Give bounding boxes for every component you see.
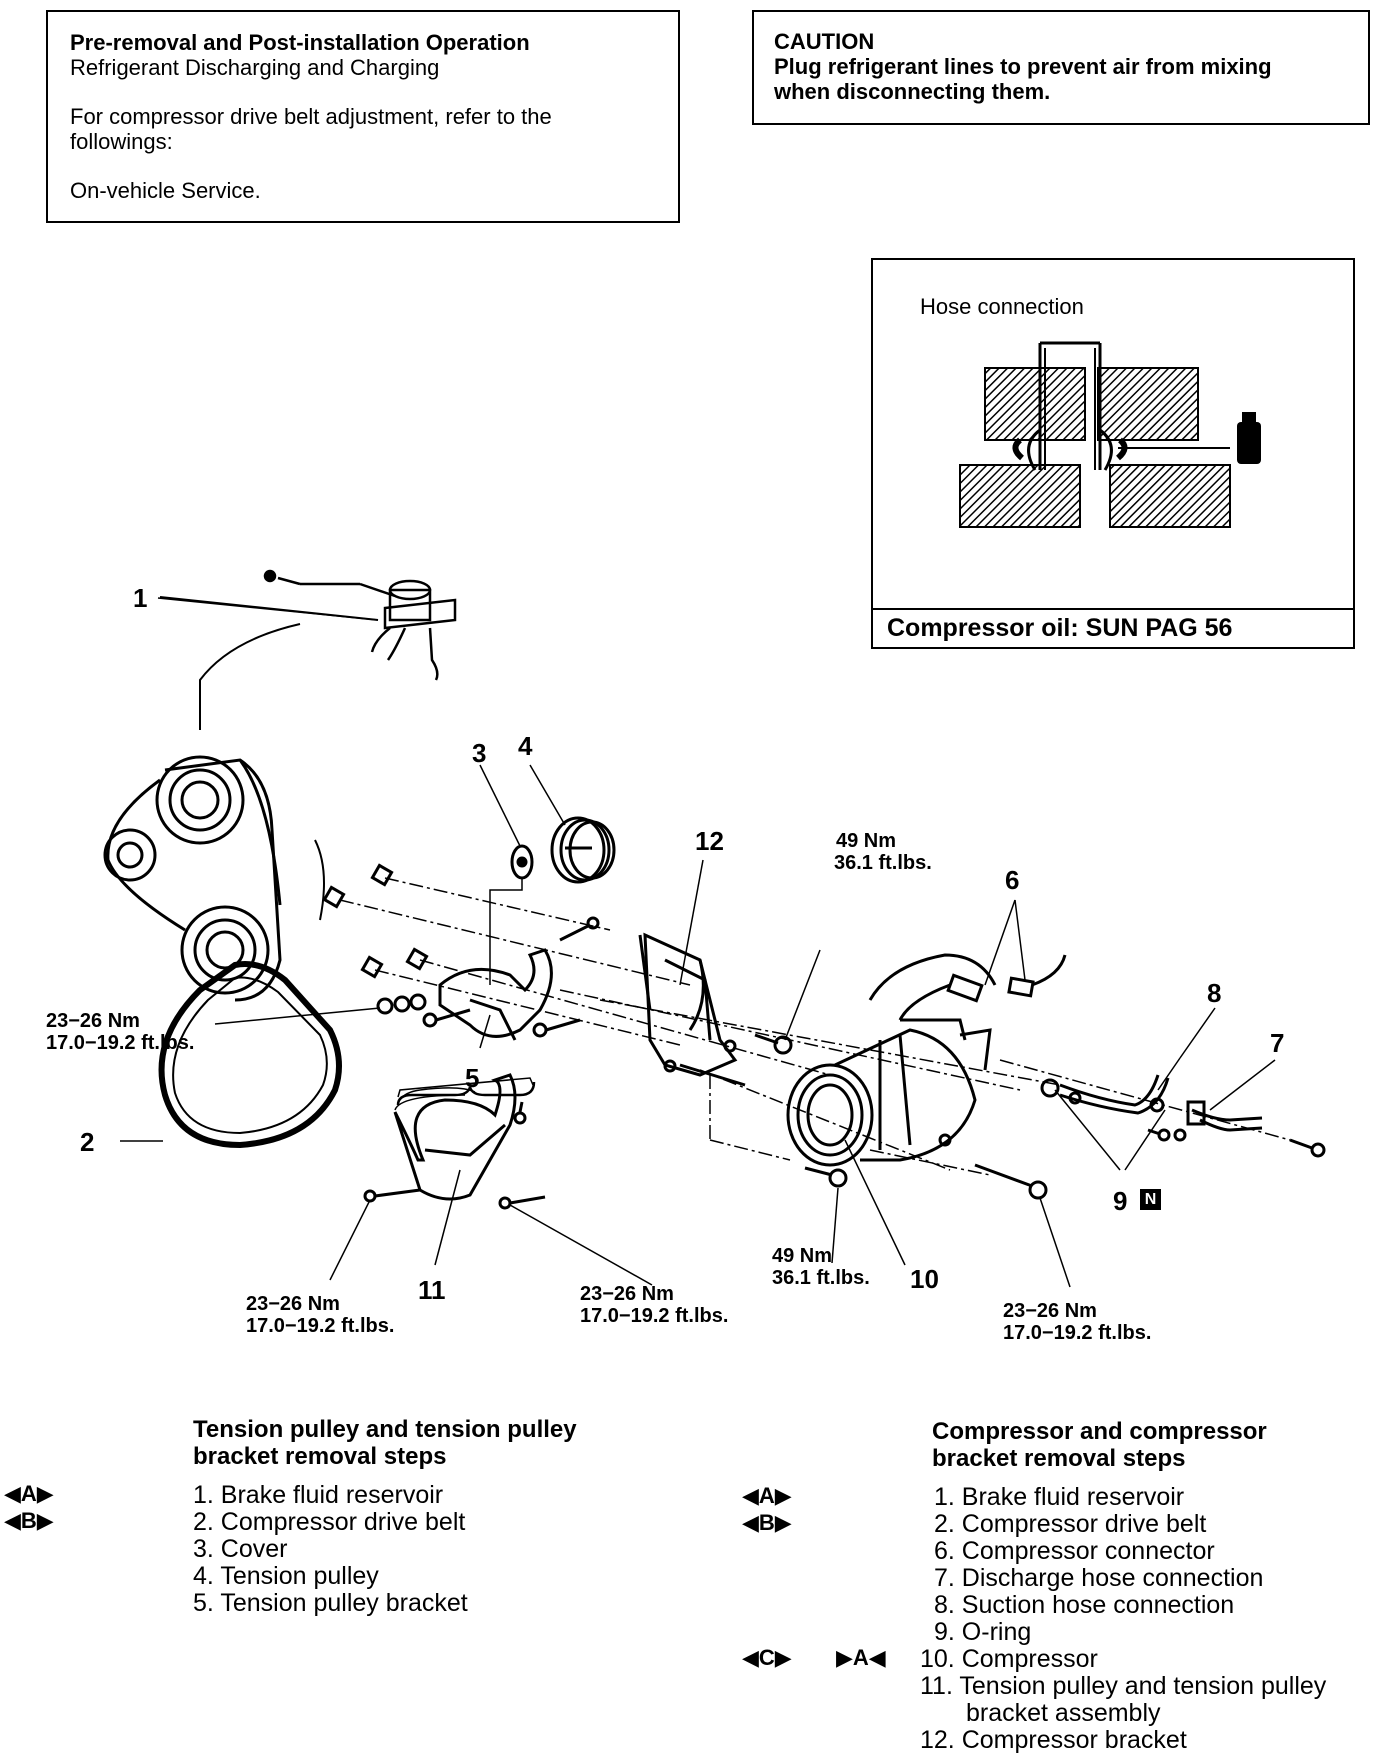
- tension-steps-list: 1. Brake fluid reservoir 2. Compressor d…: [193, 1482, 468, 1617]
- caution-line-1: Plug refrigerant lines to prevent air fr…: [774, 54, 1272, 79]
- callout-12: 12: [695, 826, 724, 856]
- callout-8: 8: [1207, 978, 1222, 1008]
- torque-bracket-mid-nm: 23−26 Nm: [580, 1283, 674, 1305]
- compressor-step-7: 7. Discharge hose connection: [934, 1564, 1264, 1592]
- torque-bracket-mid-ft: 17.0−19.2 ft.lbs.: [580, 1305, 729, 1327]
- tension-step-4: 4. Tension pulley: [193, 1562, 379, 1590]
- callout-4: 4: [518, 731, 533, 761]
- brake-fluid-reservoir-drawing: [159, 569, 457, 730]
- torque-right-ft: 17.0−19.2 ft.lbs.: [1003, 1322, 1152, 1344]
- leader-lines: [120, 597, 1276, 1288]
- compressor-steps-title: Compressor and compressor bracket remova…: [932, 1418, 1267, 1472]
- tension-pulley-drawing: [489, 816, 616, 985]
- compressor-mark-install-a: ▶A◀: [836, 1645, 886, 1670]
- torque-compressor-nm: 49 Nm: [772, 1245, 833, 1267]
- compressor-steps-title-1: Compressor and compressor: [932, 1418, 1267, 1445]
- compressor-connector-drawing: [898, 954, 1067, 1021]
- compressor-drawing: [786, 953, 997, 1167]
- info-line-1: Pre-removal and Post-installation Operat…: [70, 30, 530, 55]
- callout-9: 9: [1113, 1186, 1128, 1216]
- hose-box-divider: [873, 608, 1353, 610]
- bracket-11-drawing: [363, 1073, 546, 1210]
- compressor-mark-c: ◀C▶: [742, 1645, 792, 1670]
- callout-2: 2: [80, 1127, 95, 1157]
- torque-bracket-11-nm: 23−26 Nm: [246, 1293, 340, 1315]
- tension-steps-title-2: bracket removal steps: [193, 1443, 447, 1470]
- torque-right: 23−26 Nm 17.0−19.2 ft.lbs.: [1003, 1300, 1151, 1344]
- torque-top-ft: 36.1 ft.lbs.: [834, 852, 932, 874]
- hose-connection-illustration: [959, 341, 1261, 528]
- info-line-2: Refrigerant Discharging and Charging: [70, 55, 440, 80]
- compressor-step-11-cont: bracket assembly: [966, 1699, 1161, 1727]
- tension-mark-b: ◀B▶: [4, 1508, 54, 1533]
- drive-belt-drawing: [158, 961, 342, 1149]
- compressor-step-11: 11. Tension pulley and tension pulley: [920, 1672, 1327, 1700]
- torque-right-nm: 23−26 Nm: [1003, 1300, 1097, 1322]
- tension-step-1: 1. Brake fluid reservoir: [193, 1481, 444, 1509]
- compressor-bracket-drawing: [638, 932, 746, 1087]
- callout-10: 10: [910, 1264, 939, 1294]
- callout-11: 11: [418, 1275, 446, 1305]
- torque-left-nm: 23−26 Nm: [46, 1010, 140, 1032]
- bracket-brace: [396, 1081, 536, 1106]
- compressor-step-12: 12. Compressor bracket: [920, 1726, 1187, 1754]
- compressor-step-10: 10. Compressor: [920, 1645, 1098, 1673]
- tension-steps-title-1: Tension pulley and tension pulley: [193, 1416, 577, 1443]
- tension-mark-a: ◀A▶: [4, 1481, 54, 1506]
- info-line-3: For compressor drive belt adjustment, re…: [70, 104, 552, 129]
- callout-5: 5: [465, 1063, 480, 1093]
- compressor-mark-a: ◀A▶: [742, 1483, 792, 1508]
- new-part-badge-text: N: [1144, 1191, 1157, 1208]
- hose-connection-box: Hose connection Compressor oil: SUN PAG …: [871, 258, 1355, 649]
- compressor-step-9: 9. O-ring: [934, 1618, 1032, 1646]
- tension-steps-title: Tension pulley and tension pulley bracke…: [193, 1416, 577, 1470]
- compressor-step-8: 8. Suction hose connection: [934, 1591, 1235, 1619]
- callout-3: 3: [472, 738, 487, 768]
- torque-bracket-mid: 23−26 Nm 17.0−19.2 ft.lbs.: [580, 1283, 728, 1327]
- caution-line-2: when disconnecting them.: [774, 79, 1051, 104]
- torque-compressor: 49 Nm 36.1 ft.lbs.: [772, 1245, 870, 1289]
- callout-6: 6: [1005, 865, 1020, 895]
- compressor-step-1: 1. Brake fluid reservoir: [934, 1483, 1185, 1511]
- info-line-4: followings:: [70, 129, 173, 154]
- new-part-badge: N: [1140, 1189, 1161, 1210]
- torque-compressor-ft: 36.1 ft.lbs.: [772, 1267, 870, 1289]
- tension-step-2: 2. Compressor drive belt: [193, 1508, 466, 1536]
- compressor-step-2: 2. Compressor drive belt: [934, 1510, 1207, 1538]
- torque-top-nm: 49 Nm: [836, 830, 897, 852]
- bolts-drawing: [322, 863, 1171, 1200]
- torque-bracket-11-ft: 17.0−19.2 ft.lbs.: [246, 1315, 395, 1337]
- compressor-step-6: 6. Compressor connector: [934, 1537, 1215, 1565]
- tension-step-5: 5. Tension pulley bracket: [193, 1589, 468, 1617]
- hose-box-title: Hose connection: [920, 294, 1084, 319]
- callout-7: 7: [1270, 1028, 1285, 1058]
- hose-box-footer: Compressor oil: SUN PAG 56: [887, 614, 1233, 642]
- compressor-steps-title-2: bracket removal steps: [932, 1445, 1186, 1472]
- refrigerant-hoses-drawing: [1040, 1074, 1326, 1158]
- torque-top: 49 Nm 36.1 ft.lbs.: [834, 830, 932, 874]
- caution-title: CAUTION: [774, 29, 875, 54]
- info-box: Pre-removal and Post-installation Operat…: [46, 10, 680, 223]
- engine-pulleys-drawing: [103, 755, 325, 1002]
- torque-left: 23−26 Nm 17.0−19.2 ft.lbs.: [0, 1010, 194, 1054]
- caution-box: CAUTION Plug refrigerant lines to preven…: [752, 10, 1370, 125]
- alignment-lines: [339, 877, 1291, 1176]
- info-line-5: On-vehicle Service.: [70, 178, 261, 203]
- torque-left-ft: 17.0−19.2 ft.lbs.: [46, 1032, 195, 1054]
- callout-1: 1: [133, 583, 148, 613]
- tension-step-3: 3. Cover: [193, 1535, 288, 1563]
- compressor-mark-b: ◀B▶: [742, 1510, 792, 1535]
- compressor-steps-list: 1. Brake fluid reservoir 2. Compressor d…: [920, 1484, 1326, 1754]
- torque-bracket-11: 23−26 Nm 17.0−19.2 ft.lbs.: [246, 1293, 394, 1337]
